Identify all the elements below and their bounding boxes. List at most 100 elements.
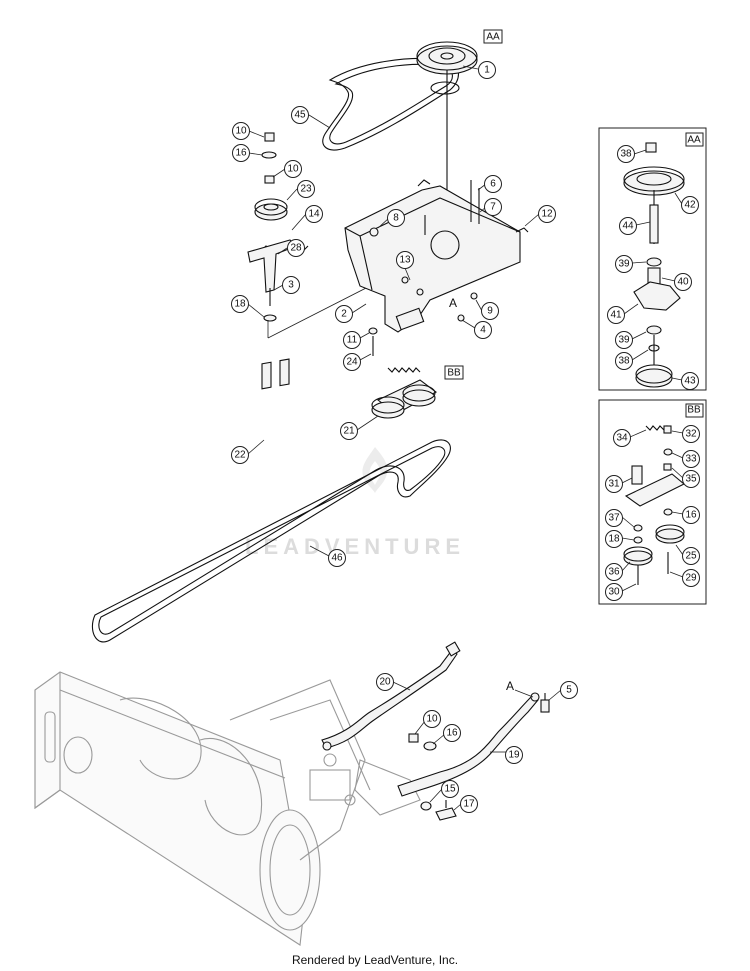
svg-text:42: 42: [684, 200, 696, 211]
svg-text:43: 43: [684, 376, 696, 387]
callout-25: 25: [682, 547, 700, 565]
callout-16: 16: [443, 724, 461, 742]
callout-34: 34: [613, 429, 631, 447]
svg-text:17: 17: [463, 799, 475, 810]
svg-text:37: 37: [608, 513, 620, 524]
svg-text:23: 23: [300, 184, 312, 195]
svg-text:4: 4: [480, 325, 486, 336]
svg-text:38: 38: [620, 149, 632, 160]
svg-text:39: 39: [618, 335, 630, 346]
svg-text:35: 35: [685, 474, 697, 485]
svg-text:11: 11: [347, 335, 358, 346]
callout-3: 3: [282, 276, 300, 294]
callout-15: 15: [441, 780, 459, 798]
callout-41: 41: [607, 306, 625, 324]
svg-text:BB: BB: [687, 405, 701, 416]
svg-text:10: 10: [235, 126, 247, 137]
callout-10: 10: [232, 122, 250, 140]
svg-text:10: 10: [426, 714, 438, 725]
callout-39: 39: [615, 331, 633, 349]
svg-text:16: 16: [235, 148, 247, 159]
svg-text:33: 33: [685, 454, 697, 465]
callout-22: 22: [231, 446, 249, 464]
svg-text:16: 16: [446, 728, 458, 739]
spacer-bolt: [368, 327, 378, 356]
callout-45: 45: [291, 106, 309, 124]
svg-text:8: 8: [393, 213, 399, 224]
svg-text:5: 5: [566, 685, 572, 696]
pivot-bolt: [540, 693, 550, 713]
svg-text:24: 24: [346, 357, 358, 368]
svg-text:39: 39: [618, 259, 630, 270]
svg-text:18: 18: [234, 299, 246, 310]
svg-text:BB: BB: [447, 368, 461, 379]
callout-43: 43: [681, 372, 699, 390]
callout-6: 6: [484, 175, 502, 193]
auger-housing: [34, 671, 421, 946]
callout-20: 20: [376, 673, 394, 691]
callout-1: 1: [478, 61, 496, 79]
svg-text:46: 46: [331, 553, 343, 564]
svg-text:2: 2: [341, 309, 347, 320]
callout-21: 21: [340, 422, 358, 440]
svg-text:6: 6: [490, 179, 496, 190]
callout-8: 8: [387, 209, 405, 227]
callout-46: 46: [328, 549, 346, 567]
svg-text:21: 21: [343, 426, 355, 437]
callout-33: 33: [682, 450, 700, 468]
callout-14: 14: [305, 205, 323, 223]
svg-text:40: 40: [677, 277, 689, 288]
engine-pulley: [416, 41, 478, 190]
svg-text:AA: AA: [486, 32, 500, 43]
callout-28: 28: [287, 239, 305, 257]
svg-text:12: 12: [541, 209, 553, 220]
svg-text:34: 34: [616, 433, 628, 444]
svg-text:36: 36: [608, 567, 620, 578]
svg-text:1: 1: [484, 65, 490, 76]
callout-10: 10: [284, 160, 302, 178]
svg-text:38: 38: [618, 356, 630, 367]
callout-23: 23: [297, 180, 315, 198]
callout-38: 38: [617, 145, 635, 163]
svg-text:9: 9: [487, 306, 493, 317]
callout-13: 13: [396, 251, 414, 269]
callout-16: 16: [682, 506, 700, 524]
svg-text:18: 18: [608, 534, 620, 545]
svg-text:22: 22: [234, 450, 246, 461]
callout-17: 17: [460, 795, 478, 813]
svg-text:25: 25: [685, 551, 697, 562]
belt-guide-plates: [261, 358, 290, 390]
callout-36: 36: [605, 563, 623, 581]
callout-4: 4: [474, 321, 492, 339]
callout-44: 44: [619, 217, 637, 235]
callout-24: 24: [343, 353, 361, 371]
reference-marker-a-bottom: A: [506, 679, 514, 693]
lower-idler-assembly: [371, 367, 438, 419]
reference-marker-a-top: A: [449, 296, 457, 310]
svg-text:AA: AA: [687, 135, 701, 146]
callout-10: 10: [423, 710, 441, 728]
callout-29: 29: [682, 569, 700, 587]
idler-control-rod: [321, 641, 461, 751]
svg-text:7: 7: [490, 202, 496, 213]
svg-text:3: 3: [288, 280, 294, 291]
callout-5: 5: [560, 681, 578, 699]
svg-text:45: 45: [294, 110, 306, 121]
svg-text:31: 31: [608, 479, 620, 490]
callout-18: 18: [605, 530, 623, 548]
svg-text:10: 10: [287, 164, 299, 175]
svg-text:16: 16: [685, 510, 697, 521]
callout-11: 11: [343, 331, 361, 349]
rod-pivot-hardware: [420, 800, 457, 821]
detail-panel-aa: AA: [598, 127, 707, 391]
idler-bracket-assembly: [247, 132, 471, 339]
svg-text:20: 20: [379, 677, 391, 688]
callout-42: 42: [681, 196, 699, 214]
callout-7: 7: [484, 198, 502, 216]
callout-30: 30: [605, 583, 623, 601]
watermark-text: LEADVENTURE: [245, 534, 466, 559]
footer-credit: Rendered by LeadVenture, Inc.: [291, 953, 459, 967]
callout-9: 9: [481, 302, 499, 320]
rod-fasteners: [408, 733, 437, 751]
